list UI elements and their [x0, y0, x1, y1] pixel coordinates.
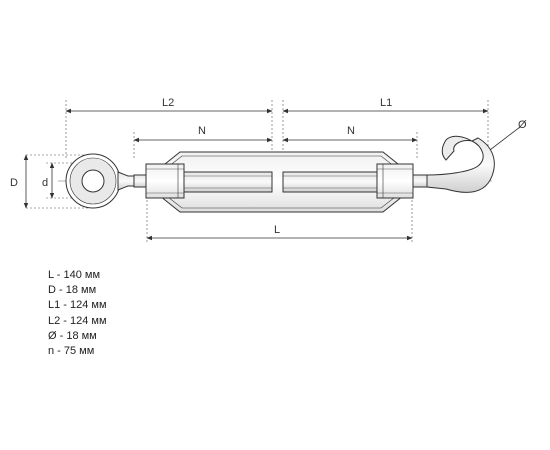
label-N-left: N	[198, 125, 206, 137]
label-L2: L2	[162, 97, 174, 109]
spec-item: L - 140 мм	[48, 269, 101, 281]
label-diameter: Ø	[518, 119, 527, 131]
hook	[412, 135, 495, 193]
label-L1: L1	[380, 97, 392, 109]
spec-item: L2 - 124 мм	[48, 314, 107, 327]
spec-list: L - 140 мм D - 18 мм L1 - 124 мм L2 - 12…	[48, 268, 107, 359]
label-N-right: N	[347, 125, 355, 137]
spec-item: n - 75 мм	[48, 344, 95, 357]
label-L: L	[274, 224, 280, 236]
leader-diameter	[485, 126, 521, 154]
eye-bolt	[65, 153, 147, 209]
label-d: d	[42, 177, 48, 189]
turnbuckle-body	[145, 151, 414, 213]
label-D: D	[10, 177, 18, 189]
spec-item: Ø - 18 мм	[48, 329, 97, 342]
turnbuckle-drawing: L2 L1 N N L D d Ø	[10, 97, 527, 242]
spec-item: D - 18 мм	[48, 284, 97, 297]
spec-item: L1 - 124 мм	[48, 299, 107, 312]
dimension-arrows	[23, 108, 521, 241]
